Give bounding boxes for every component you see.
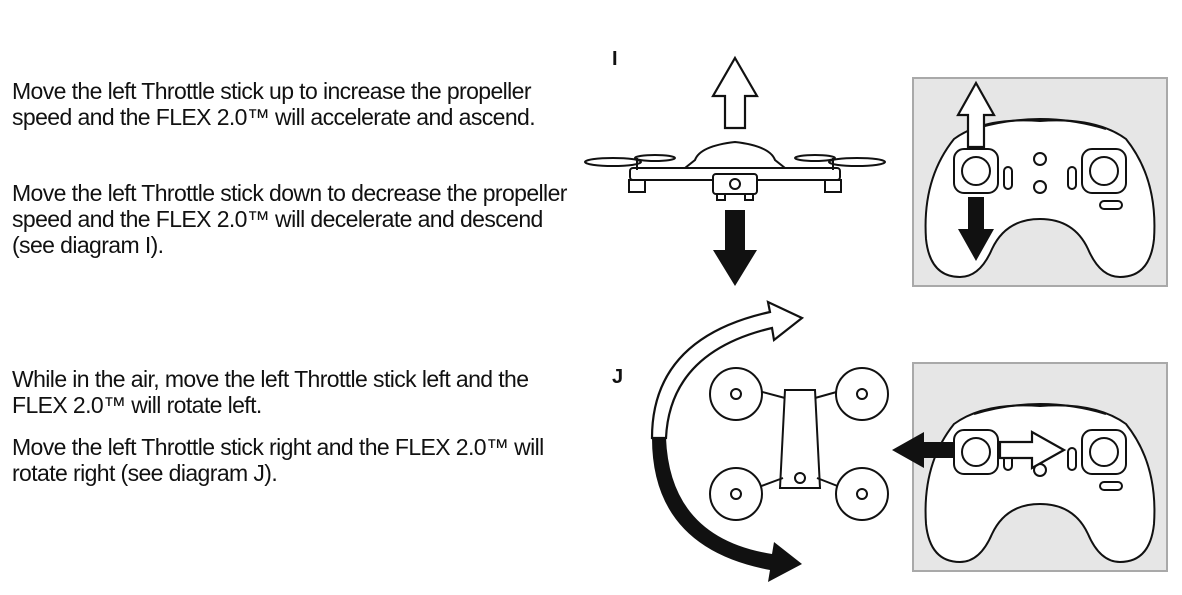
controller-j-icon [892,403,1156,564]
controller-panel-i [912,77,1168,287]
descend-arrow-icon [713,210,757,286]
rotate-left-arrow-icon [652,438,802,582]
diagram-i-label: I [612,48,618,70]
controller-i-icon [924,80,1156,279]
rotate-right-arrow-icon [650,300,805,440]
stick-down-arrow-icon [958,197,994,261]
diagram-j-label: J [612,366,624,388]
descend-instruction: Move the left Throttle stick down to dec… [12,180,567,258]
drone-side-icon [584,140,886,201]
ascend-arrow-icon [711,55,759,130]
drone-top-icon [709,367,889,521]
controller-panel-j [892,362,1168,572]
stick-up-arrow-icon [956,80,996,149]
stick-right-arrow-icon [998,430,1067,470]
ascend-instruction: Move the left Throttle stick up to incre… [12,78,536,130]
rotate-right-instruction: Move the left Throttle stick right and t… [12,434,544,486]
diagram-i-drone [584,55,886,286]
diagram-j-drone [650,300,889,582]
rotate-left-instruction: While in the air, move the left Throttle… [12,366,529,418]
stick-left-arrow-icon [892,432,954,468]
